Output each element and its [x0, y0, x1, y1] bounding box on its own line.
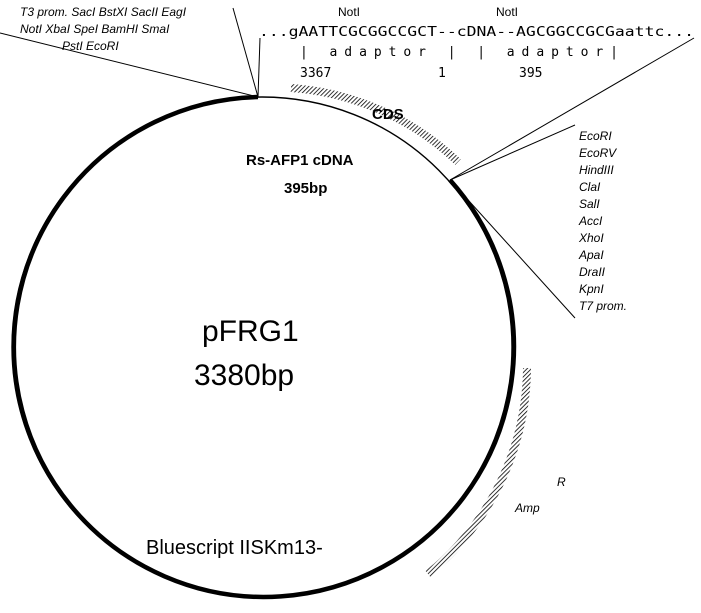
position-3367: 3367 — [300, 66, 331, 81]
sequence-callout-line-1 — [257, 37, 261, 98]
cds-hatched-arc — [290, 84, 461, 165]
adaptor-line: | adaptor | | adaptor| — [300, 45, 618, 60]
plasmid-name: pFRG1 — [202, 315, 299, 348]
backbone-name: Bluescript IISKm13- — [146, 537, 323, 559]
right-site-label: EcoRV — [579, 146, 617, 160]
insert-size: 395bp — [284, 180, 327, 197]
left-callout-line-1 — [0, 32, 259, 98]
plasmid-size: 3380bp — [194, 359, 294, 392]
right-site-label: AccI — [578, 214, 603, 228]
position-395: 395 — [519, 66, 542, 81]
noti-right-label: NotI — [496, 5, 518, 19]
insert-name: Rs-AFP1 cDNA — [246, 152, 354, 169]
amp-hatched-arc — [425, 367, 531, 578]
position-1: 1 — [438, 66, 446, 81]
left-site-line-1: T3 prom. SacI BstXI SacII EagI — [20, 5, 187, 19]
right-site-label: T7 prom. — [579, 299, 627, 313]
left-site-line-3: PstI EcoRI — [62, 39, 119, 53]
left-callout-line-2 — [232, 7, 259, 98]
amp-label: Amp — [514, 501, 540, 515]
backbone-arc — [11, 94, 517, 600]
right-callout-line-1 — [449, 124, 576, 181]
right-sites-group: EcoRI EcoRV HindIII ClaI SalI AccI XhoI ApaI Dra… — [578, 129, 627, 313]
right-site-label: KpnI — [579, 282, 604, 296]
right-site-label: ApaI — [578, 248, 604, 262]
sequence-line: ...gAATTCGCGGCCGCT--cDNA--AGCGGCCGCGaatt… — [259, 25, 694, 40]
right-site-label: ClaI — [579, 180, 601, 194]
right-site-label: SalI — [579, 197, 600, 211]
left-site-line-2: NotI XbaI SpeI BamHI SmaI — [20, 22, 170, 36]
noti-left-label: NotI — [338, 5, 360, 19]
sequence-callout-line-2 — [449, 37, 695, 181]
right-site-label: HindIII — [579, 163, 614, 177]
cds-label: CDS — [372, 106, 404, 123]
right-site-label: EcoRI — [579, 129, 612, 143]
right-site-label: XhoI — [578, 231, 604, 245]
right-site-label: DraII — [579, 265, 606, 279]
amp-superscript: R — [557, 475, 566, 489]
right-callout-line-2 — [449, 179, 576, 319]
